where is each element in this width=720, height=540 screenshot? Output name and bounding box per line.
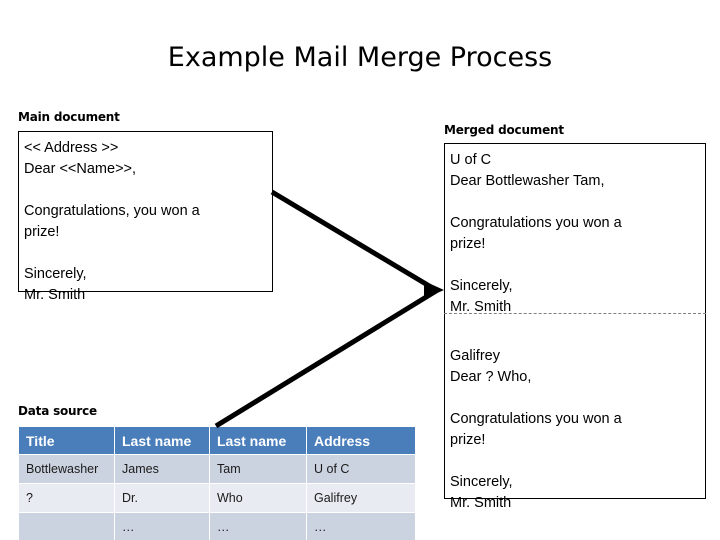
table-row: … … … [19,513,415,540]
merged-letter-2-text: Galifrey Dear ? Who, Congratulations you… [450,348,622,511]
data-source-table: Title Last name Last name Address Bottle… [18,426,416,540]
arrow-line-main-to-merged [270,189,438,293]
cell-address: U of C [307,455,415,483]
data-source-label: Data source [18,404,97,418]
cell-title [19,513,114,540]
cell-last-name-2: Who [210,484,306,512]
column-header-last-name-1: Last name [115,427,209,454]
cell-last-name-1: … [115,513,209,540]
column-header-last-name-2: Last name [210,427,306,454]
column-header-title: Title [19,427,114,454]
cell-title: Bottlewasher [19,455,114,483]
table-header-row: Title Last name Last name Address [19,427,415,454]
main-document-label: Main document [18,110,120,124]
cell-last-name-2: Tam [210,455,306,483]
cell-title: ? [19,484,114,512]
arrow-line-data-to-merged [214,288,438,429]
cell-last-name-2: … [210,513,306,540]
cell-last-name-1: Dr. [115,484,209,512]
cell-last-name-1: James [115,455,209,483]
cell-address: … [307,513,415,540]
cell-address: Galifrey [307,484,415,512]
arrowhead-icon [424,281,444,299]
merged-document-box [444,143,706,499]
merged-letter-separator [444,313,706,314]
main-document-text: << Address >> Dear <<Name>>, Congratulat… [24,140,200,303]
table-row: ? Dr. Who Galifrey [19,484,415,512]
column-header-address: Address [307,427,415,454]
page-title: Example Mail Merge Process [167,42,553,73]
merged-document-label: Merged document [444,123,564,137]
merged-letter-1-text: U of C Dear Bottlewasher Tam, Congratula… [450,152,622,315]
table-row: Bottlewasher James Tam U of C [19,455,415,483]
